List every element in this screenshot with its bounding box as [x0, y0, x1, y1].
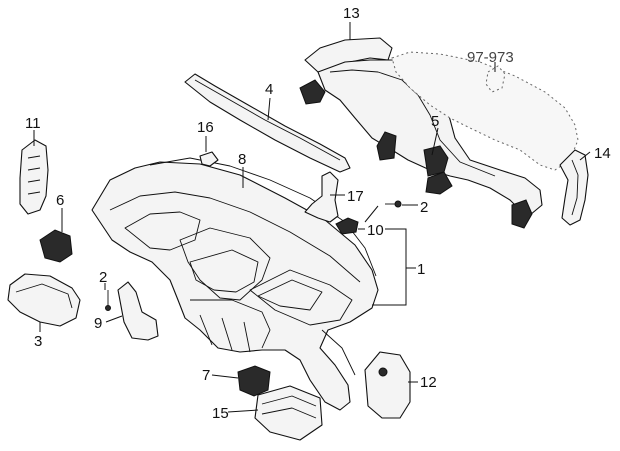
part-15-module: [254, 385, 323, 441]
callout-5: 5: [431, 113, 439, 130]
callout-6: 6: [56, 192, 64, 209]
callout-15: 15: [212, 405, 229, 422]
part-11-side-cover: [19, 139, 49, 215]
callout-3: 3: [34, 333, 42, 350]
callout-8: 8: [238, 151, 246, 168]
part-17-bracket: [304, 171, 339, 223]
part-8-crash-pad: [91, 157, 379, 411]
callout-2-lower: 2: [99, 269, 107, 286]
part-2-screw-lower: [105, 290, 111, 311]
callout-12: 12: [420, 374, 437, 391]
callout-labels: 13 97-973 4 5 11 16 8 14 6 17 2 10 1 2 9…: [25, 5, 611, 422]
callout-9: 9: [94, 315, 102, 332]
callout-4: 4: [265, 81, 273, 98]
part-13-air-duct: [299, 37, 543, 229]
callout-16: 16: [197, 119, 214, 136]
callout-14: 14: [594, 145, 611, 162]
callout-7: 7: [202, 367, 210, 384]
part-6-side-vent: [39, 229, 73, 263]
part-97-973-ghost-duct: [391, 51, 579, 171]
callout-2-upper: 2: [420, 199, 428, 216]
callout-1: 1: [417, 261, 425, 278]
part-2-screw-upper: [385, 200, 402, 208]
part-12-side-panel: [364, 351, 411, 419]
callout-10: 10: [367, 222, 384, 239]
callout-97-973: 97-973: [467, 49, 514, 66]
part-3-cluster-fascia: [7, 273, 81, 327]
callout-17: 17: [347, 188, 364, 205]
part-4-defroster-strip: [184, 73, 351, 173]
callout-11: 11: [25, 115, 41, 132]
leader-lines: [33, 22, 591, 413]
callout-13: 13: [343, 5, 360, 22]
part-7-center-vent: [237, 365, 271, 397]
part-9-bracket: [117, 281, 159, 341]
part-14-side-duct: [559, 149, 589, 226]
part-10-switch: [335, 217, 359, 235]
part-16-clip: [199, 151, 219, 167]
